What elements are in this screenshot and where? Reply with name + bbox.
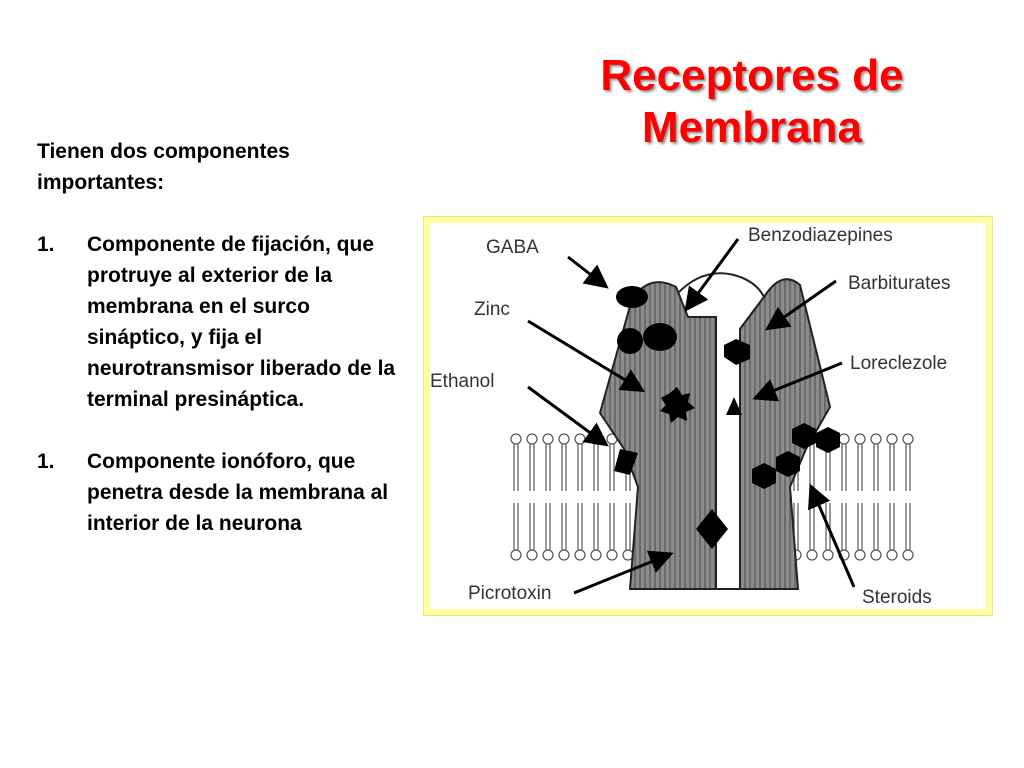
label-barbiturates: Barbiturates bbox=[848, 273, 950, 294]
intro-text: Tienen dos componentes importantes: bbox=[37, 140, 290, 194]
list-item-text: Componente ionóforo, que penetra desde l… bbox=[87, 450, 389, 535]
receptor-diagram: GABA Zinc Ethanol Picrotoxin Benzodiazep… bbox=[423, 216, 993, 616]
label-gaba: GABA bbox=[486, 237, 539, 258]
receptor-subunit-right bbox=[739, 278, 832, 590]
label-steroids: Steroids bbox=[862, 587, 932, 608]
loreclezole-site bbox=[726, 397, 742, 415]
steroid-site-4 bbox=[816, 427, 840, 453]
pointer-arrows bbox=[527, 238, 856, 595]
label-benzodiazepines: Benzodiazepines bbox=[748, 225, 893, 246]
lipid-bilayer-left bbox=[510, 433, 634, 561]
steroid-site-1 bbox=[752, 463, 776, 489]
benzodiazepine-site bbox=[724, 339, 750, 365]
list-item-text: Componente de fijación, que protruye al … bbox=[87, 233, 396, 411]
ethanol-site bbox=[660, 387, 695, 423]
zinc-site-1 bbox=[617, 328, 643, 354]
slide-title: Receptores de Membrana bbox=[540, 50, 964, 154]
receptor-diagram-svg: GABA Zinc Ethanol Picrotoxin Benzodiazep… bbox=[430, 225, 950, 608]
zinc-site-2 bbox=[643, 323, 677, 351]
gaba-site bbox=[616, 286, 648, 308]
label-loreclezole: Loreclezole bbox=[850, 353, 947, 374]
body-text: Tienen dos componentes importantes: 1. C… bbox=[37, 136, 397, 570]
slide-title-line-2: Membrana bbox=[641, 103, 863, 152]
list-item-number: 1. bbox=[37, 450, 55, 473]
label-zinc: Zinc bbox=[474, 299, 510, 320]
steroid-site-3 bbox=[792, 423, 816, 449]
ethanol-wedge bbox=[614, 449, 638, 475]
label-ethanol: Ethanol bbox=[430, 371, 494, 392]
label-picrotoxin: Picrotoxin bbox=[468, 583, 551, 604]
ligand-shapes bbox=[614, 286, 840, 549]
picrotoxin-site bbox=[696, 509, 728, 549]
steroid-site-2 bbox=[776, 451, 800, 477]
slide-title-line-1: Receptores de bbox=[600, 51, 904, 100]
list-item-ionophore-component: 1. Componente ionóforo, que penetra desd… bbox=[37, 446, 397, 539]
list-item-number: 1. bbox=[37, 233, 55, 256]
list-item-binding-component: 1. Componente de fijación, que protruye … bbox=[37, 229, 397, 415]
